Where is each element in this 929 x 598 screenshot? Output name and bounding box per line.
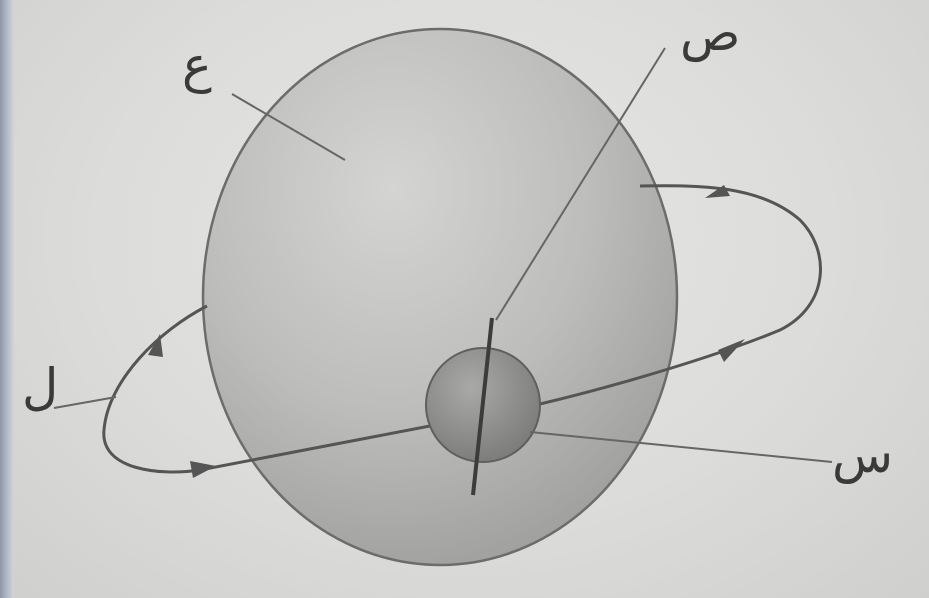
orbit-arrow-top <box>705 185 730 198</box>
rotation-axis <box>471 317 494 496</box>
orbit-arrow-left <box>148 334 163 357</box>
page-edge-strip <box>0 0 14 598</box>
label-lam: ل <box>22 358 59 416</box>
leader-line-lam <box>53 396 117 409</box>
orbit-path-right <box>539 184 822 406</box>
orbit-arrow-bottom <box>190 461 216 478</box>
orbit-arrow-right <box>718 339 745 362</box>
leader-line-sin <box>529 431 833 463</box>
label-ain: ع <box>182 36 212 94</box>
leader-line-ain <box>231 93 346 161</box>
leader-line-sad <box>495 47 666 321</box>
label-sin: س <box>832 426 894 484</box>
label-sad: ص <box>680 4 741 62</box>
orbit-path <box>102 304 431 474</box>
large-sphere <box>201 27 679 567</box>
